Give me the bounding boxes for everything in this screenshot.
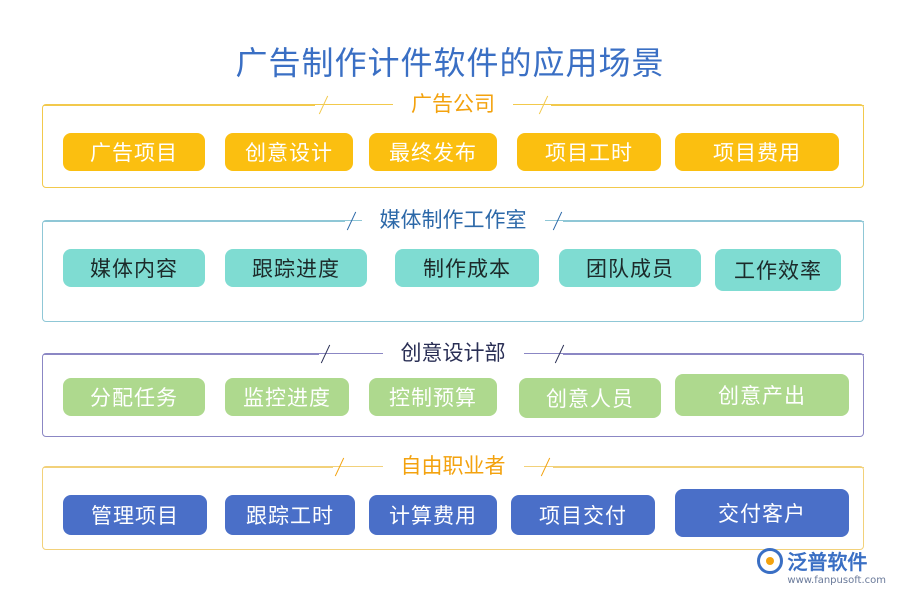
section-label: 媒体制作工作室 bbox=[361, 208, 545, 232]
media-content-button[interactable]: 媒体内容 bbox=[63, 249, 205, 287]
team-members-button[interactable]: 团队成员 bbox=[559, 249, 701, 287]
decor-line-right bbox=[551, 105, 864, 106]
creative-design-button[interactable]: 创意设计 bbox=[225, 133, 353, 171]
calculate-cost-button[interactable]: 计算费用 bbox=[369, 495, 497, 535]
decor-line-left bbox=[43, 354, 319, 355]
brand-url: www.fanpusoft.com bbox=[787, 575, 886, 586]
section-creative-dept: 创意设计部 分配任务 监控进度 控制预算 创意人员 创意产出 bbox=[42, 341, 864, 437]
project-delivery-button[interactable]: 项目交付 bbox=[511, 495, 655, 535]
project-cost-button[interactable]: 项目费用 bbox=[675, 133, 839, 171]
section-ad-agency: 广告公司 广告项目 创意设计 最终发布 项目工时 项目费用 bbox=[42, 92, 864, 188]
decor-line-right bbox=[553, 467, 864, 468]
monitor-progress-button[interactable]: 监控进度 bbox=[225, 378, 349, 416]
decor-line-left bbox=[43, 467, 333, 468]
decor-line-right bbox=[563, 221, 864, 222]
creative-output-button[interactable]: 创意产出 bbox=[675, 374, 849, 416]
ad-project-button[interactable]: 广告项目 bbox=[63, 133, 205, 171]
track-progress-button[interactable]: 跟踪进度 bbox=[225, 249, 367, 287]
control-budget-button[interactable]: 控制预算 bbox=[369, 378, 497, 416]
fanpu-logo-icon bbox=[757, 547, 784, 574]
decor-line-left bbox=[43, 221, 345, 222]
decor-line-right bbox=[563, 354, 864, 355]
deliver-client-button[interactable]: 交付客户 bbox=[675, 489, 849, 537]
section-label: 广告公司 bbox=[393, 92, 513, 116]
track-hours-button[interactable]: 跟踪工时 bbox=[225, 495, 355, 535]
diagram-title: 广告制作计件软件的应用场景 bbox=[235, 44, 665, 82]
production-cost-button[interactable]: 制作成本 bbox=[395, 249, 539, 287]
section-media-studio: 媒体制作工作室 媒体内容 跟踪进度 制作成本 团队成员 工作效率 bbox=[42, 208, 864, 322]
manage-projects-button[interactable]: 管理项目 bbox=[63, 495, 207, 535]
brand-name: 泛普软件 bbox=[787, 550, 868, 574]
assign-tasks-button[interactable]: 分配任务 bbox=[63, 378, 205, 416]
work-efficiency-button[interactable]: 工作效率 bbox=[715, 249, 841, 291]
section-freelancer: 自由职业者 管理项目 跟踪工时 计算费用 项目交付 交付客户 bbox=[42, 454, 864, 550]
creative-staff-button[interactable]: 创意人员 bbox=[519, 378, 661, 418]
section-label: 自由职业者 bbox=[382, 454, 524, 478]
brand-logo: 泛普软件 www.fanpusoft.com bbox=[757, 546, 886, 586]
final-release-button[interactable]: 最终发布 bbox=[369, 133, 497, 171]
section-label: 创意设计部 bbox=[382, 341, 524, 365]
project-hours-button[interactable]: 项目工时 bbox=[517, 133, 661, 171]
decor-line-left bbox=[43, 105, 315, 106]
